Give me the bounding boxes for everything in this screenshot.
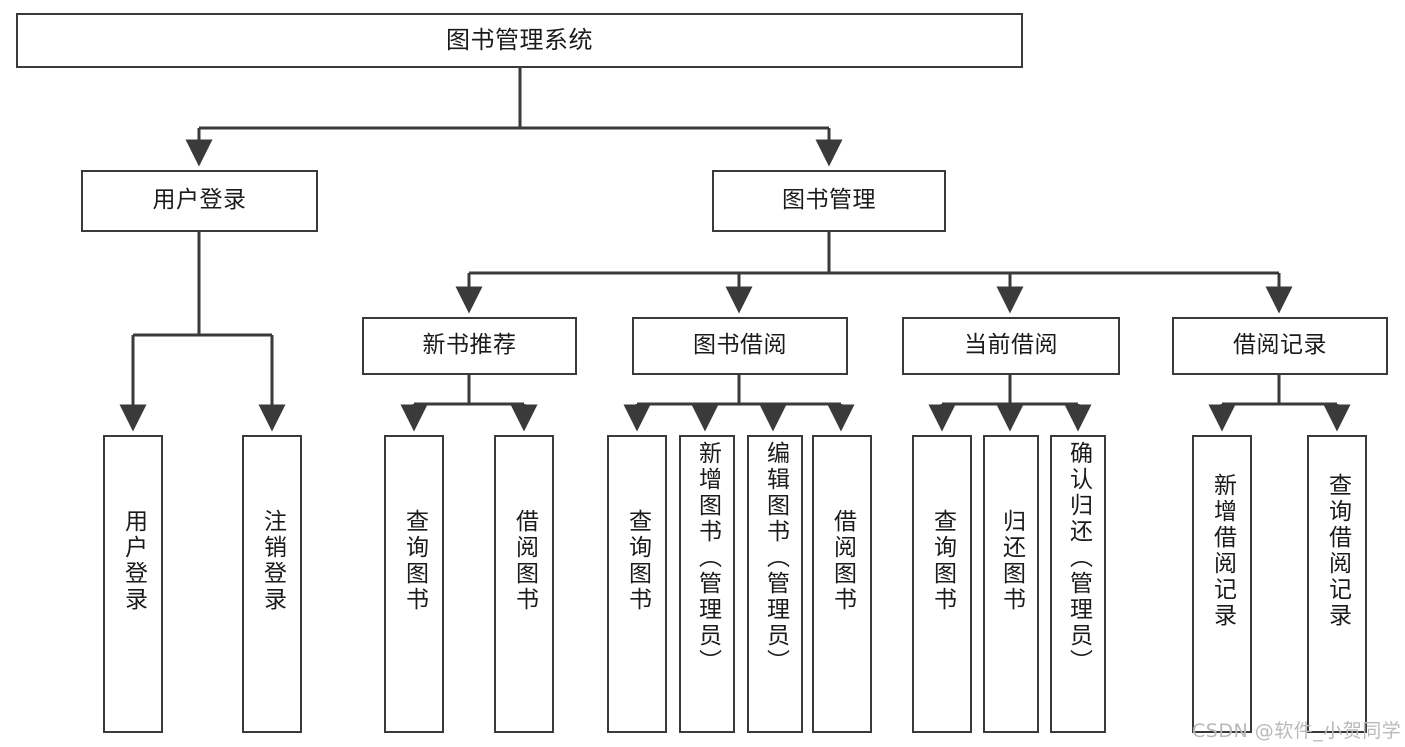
node-leaf-add-book[interactable]: 新增图书（管理员） xyxy=(679,435,735,733)
node-book-borrow[interactable]: 图书借阅 xyxy=(632,317,848,375)
node-book-borrow-label: 图书借阅 xyxy=(693,332,787,359)
node-leaf-edit-book[interactable]: 编辑图书（管理员） xyxy=(747,435,803,733)
node-root[interactable]: 图书管理系统 xyxy=(16,13,1023,68)
node-new-book-rec[interactable]: 新书推荐 xyxy=(362,317,577,375)
node-borrow-record[interactable]: 借阅记录 xyxy=(1172,317,1388,375)
node-leaf-borrow-book-1-label: 借阅图书 xyxy=(511,509,538,613)
node-leaf-borrow-book-1[interactable]: 借阅图书 xyxy=(494,435,554,733)
node-leaf-add-record[interactable]: 新增借阅记录 xyxy=(1192,435,1252,733)
node-current-borrow[interactable]: 当前借阅 xyxy=(902,317,1120,375)
node-leaf-borrow-book-2-label: 借阅图书 xyxy=(829,509,856,613)
node-leaf-query-record[interactable]: 查询借阅记录 xyxy=(1307,435,1367,733)
node-leaf-confirm-return[interactable]: 确认归还（管理员） xyxy=(1050,435,1106,733)
node-leaf-query-book-1-label: 查询图书 xyxy=(401,509,428,613)
node-book-manage-label: 图书管理 xyxy=(782,187,876,214)
node-leaf-logout[interactable]: 注销登录 xyxy=(242,435,302,733)
node-leaf-user-login-label: 用户登录 xyxy=(120,509,147,613)
node-leaf-query-book-3[interactable]: 查询图书 xyxy=(912,435,972,733)
csdn-watermark: CSDN @软件_小贺同学 xyxy=(1192,720,1402,742)
node-leaf-query-book-1[interactable]: 查询图书 xyxy=(384,435,444,733)
node-leaf-query-record-label: 查询借阅记录 xyxy=(1324,473,1351,629)
node-leaf-return-book[interactable]: 归还图书 xyxy=(983,435,1039,733)
node-leaf-query-book-2-label: 查询图书 xyxy=(624,509,651,613)
node-user-login-label: 用户登录 xyxy=(152,187,247,214)
node-leaf-logout-label: 注销登录 xyxy=(259,509,286,613)
node-leaf-edit-book-label: 编辑图书（管理员） xyxy=(762,441,789,675)
node-leaf-return-book-label: 归还图书 xyxy=(998,509,1025,613)
node-user-login[interactable]: 用户登录 xyxy=(81,170,318,232)
node-current-borrow-label: 当前借阅 xyxy=(964,332,1058,359)
node-root-label: 图书管理系统 xyxy=(446,26,593,55)
node-leaf-add-record-label: 新增借阅记录 xyxy=(1209,473,1236,629)
node-leaf-query-book-2[interactable]: 查询图书 xyxy=(607,435,667,733)
node-new-book-rec-label: 新书推荐 xyxy=(422,332,517,359)
node-book-manage[interactable]: 图书管理 xyxy=(712,170,946,232)
node-leaf-borrow-book-2[interactable]: 借阅图书 xyxy=(812,435,872,733)
node-leaf-add-book-label: 新增图书（管理员） xyxy=(694,441,721,675)
node-leaf-confirm-return-label: 确认归还（管理员） xyxy=(1065,441,1092,675)
node-borrow-record-label: 借阅记录 xyxy=(1233,332,1327,359)
node-leaf-query-book-3-label: 查询图书 xyxy=(929,509,956,613)
node-leaf-user-login[interactable]: 用户登录 xyxy=(103,435,163,733)
